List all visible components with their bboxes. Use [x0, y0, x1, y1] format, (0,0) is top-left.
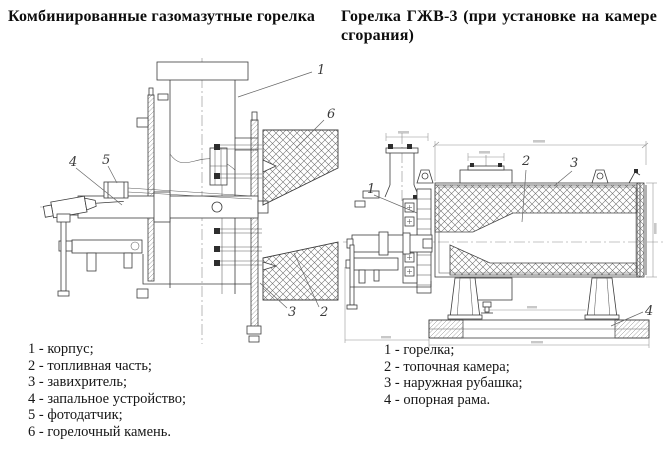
callout-2: 2 [521, 154, 530, 223]
dimension-text-mark [527, 306, 537, 309]
callout-4-label: 4 [68, 155, 77, 170]
legend-item: 1 - корпус; [28, 341, 94, 357]
mounting-flange-plate [246, 111, 262, 343]
right-figure-legend: 1 - горелка; 2 - топочная камера; 3 - на… [384, 342, 523, 408]
legend-item: 3 - наружная рубашка; [384, 375, 523, 392]
rear-wall [636, 182, 645, 278]
callout-1: 1 [237, 63, 325, 98]
swirler-stud-bolts [214, 144, 262, 266]
legend-item: 6 - горелочный камень. [28, 423, 172, 440]
callout-2: 2 [293, 252, 328, 320]
callout-5-label: 5 [102, 153, 110, 168]
callout-6-label: 6 [327, 107, 335, 122]
callout-3: 3 [553, 156, 578, 187]
front-flange-plate [136, 87, 155, 299]
callout-1-label: 1 [317, 63, 325, 78]
callout-3-label: 3 [288, 305, 296, 320]
insulation-top [434, 184, 638, 233]
dimension-text-mark [398, 131, 409, 134]
legend-item: 1 - горелка; [384, 342, 455, 358]
right-figure-drawing: 1 2 3 4 [343, 131, 665, 348]
legend-item: 4 - запальное устройство; [28, 390, 186, 407]
fuel-manifold [56, 213, 143, 297]
burner-stone [262, 129, 339, 301]
dimension-text-mark [381, 336, 391, 339]
photo-sensor [103, 181, 253, 200]
left-figure-title: Комбинированные газомазутные горелка [8, 8, 316, 25]
callout-4: 4 [68, 155, 123, 206]
insulation-bottom [449, 244, 638, 276]
callout-4: 4 [610, 304, 653, 327]
burner-housing [142, 61, 258, 294]
left-figure-drawing: 1 6 4 5 3 2 [40, 58, 339, 344]
callout-2-label: 2 [319, 305, 328, 320]
callout-1: 1 [367, 182, 418, 214]
callout-3-label: 3 [570, 156, 578, 171]
combustion-chamber-shell [434, 182, 647, 278]
legend-item: 2 - топливная часть; [28, 357, 152, 374]
ignition-device [42, 195, 124, 219]
callout-5: 5 [102, 153, 118, 184]
right-figure-title: Горелка ГЖВ-3 (при установке на камере с… [341, 8, 657, 44]
callout-1-label: 1 [367, 182, 375, 197]
dimension-lines [344, 131, 657, 348]
legend-item: 2 - топочная камера; [384, 358, 510, 375]
legend-item: 3 - завихритель; [28, 374, 128, 391]
legend-item: 5 - фотодатчик; [28, 407, 123, 424]
dimension-text-mark [531, 341, 543, 344]
dimension-text-mark [479, 151, 490, 154]
legend-item: 4 - опорная рама. [384, 391, 491, 408]
left-figure-legend: 1 - корпус; 2 - топливная часть; 3 - зав… [28, 341, 186, 441]
manhole [459, 163, 513, 184]
callout-3: 3 [259, 282, 296, 320]
callout-4-label: 4 [644, 304, 653, 319]
gas-inlet-stub [384, 144, 420, 198]
burner-unit [345, 188, 433, 310]
support-frame [428, 277, 650, 339]
callout-2-label: 2 [521, 154, 530, 169]
dimension-text-mark [533, 140, 545, 143]
callout-6: 6 [295, 107, 335, 149]
lifting-lugs [416, 169, 641, 184]
dimension-text-mark [654, 223, 657, 234]
